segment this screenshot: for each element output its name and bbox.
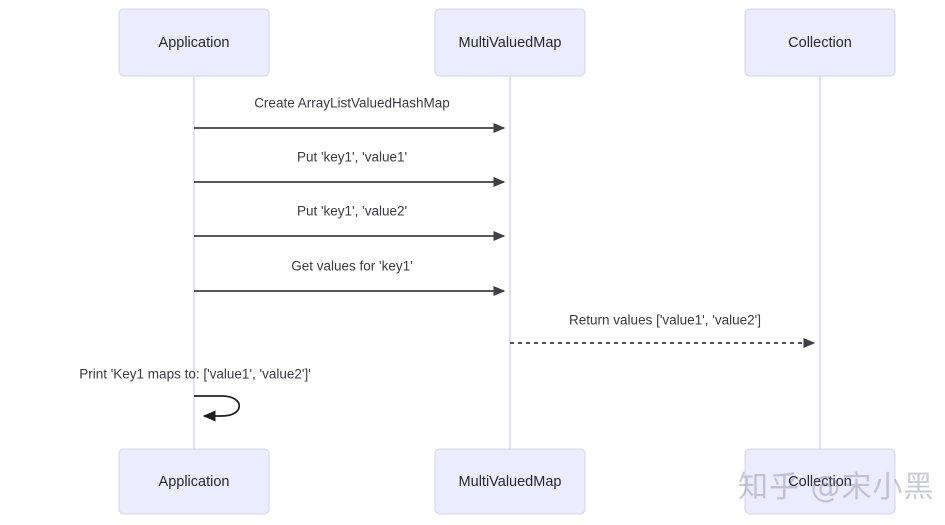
actor-label-multivaluedmap-top: MultiValuedMap <box>459 35 562 51</box>
actor-label-collection-top: Collection <box>788 35 852 51</box>
message-label-2: Put 'key1', 'value1' <box>297 150 407 165</box>
lifelines <box>192 76 822 449</box>
actor-box-multivaluedmap-top[interactable] <box>434 8 586 77</box>
message-print-key1-maps-to[interactable]: Print 'Key1 maps to: ['value1', 'value2'… <box>79 367 311 422</box>
actor-boxes-top: Application MultiValuedMap Collection <box>118 8 896 77</box>
message-label-6: Print 'Key1 maps to: ['value1', 'value2'… <box>79 367 311 382</box>
actor-box-application-bottom[interactable] <box>118 448 270 515</box>
message-create-arraylistvaluedhashmap[interactable]: Create ArrayListValuedHashMap <box>194 96 506 134</box>
message-label-5: Return values ['value1', 'value2'] <box>569 313 761 328</box>
actor-box-collection-bottom[interactable] <box>744 448 896 515</box>
message-get-values-for-key1[interactable]: Get values for 'key1' <box>194 259 506 297</box>
message-put-key1-value1[interactable]: Put 'key1', 'value1' <box>194 150 506 188</box>
message-label-4: Get values for 'key1' <box>291 259 412 274</box>
actor-box-collection-top[interactable] <box>744 8 896 77</box>
actor-label-collection-bottom: Collection <box>788 474 852 490</box>
actor-label-application-bottom: Application <box>159 474 230 490</box>
message-return-values[interactable]: Return values ['value1', 'value2'] <box>510 313 816 349</box>
actor-boxes-bottom: Application MultiValuedMap Collection <box>118 448 896 515</box>
message-label-1: Create ArrayListValuedHashMap <box>254 96 450 111</box>
actor-label-application-top: Application <box>159 35 230 51</box>
message-label-3: Put 'key1', 'value2' <box>297 204 407 219</box>
messages: Create ArrayListValuedHashMap Put 'key1'… <box>79 96 816 422</box>
actor-box-multivaluedmap-bottom[interactable] <box>434 448 586 515</box>
message-put-key1-value2[interactable]: Put 'key1', 'value2' <box>194 204 506 242</box>
actor-label-multivaluedmap-bottom: MultiValuedMap <box>459 474 562 490</box>
message-arrow-6-selfloop <box>194 395 240 422</box>
actor-box-application-top[interactable] <box>118 8 270 77</box>
